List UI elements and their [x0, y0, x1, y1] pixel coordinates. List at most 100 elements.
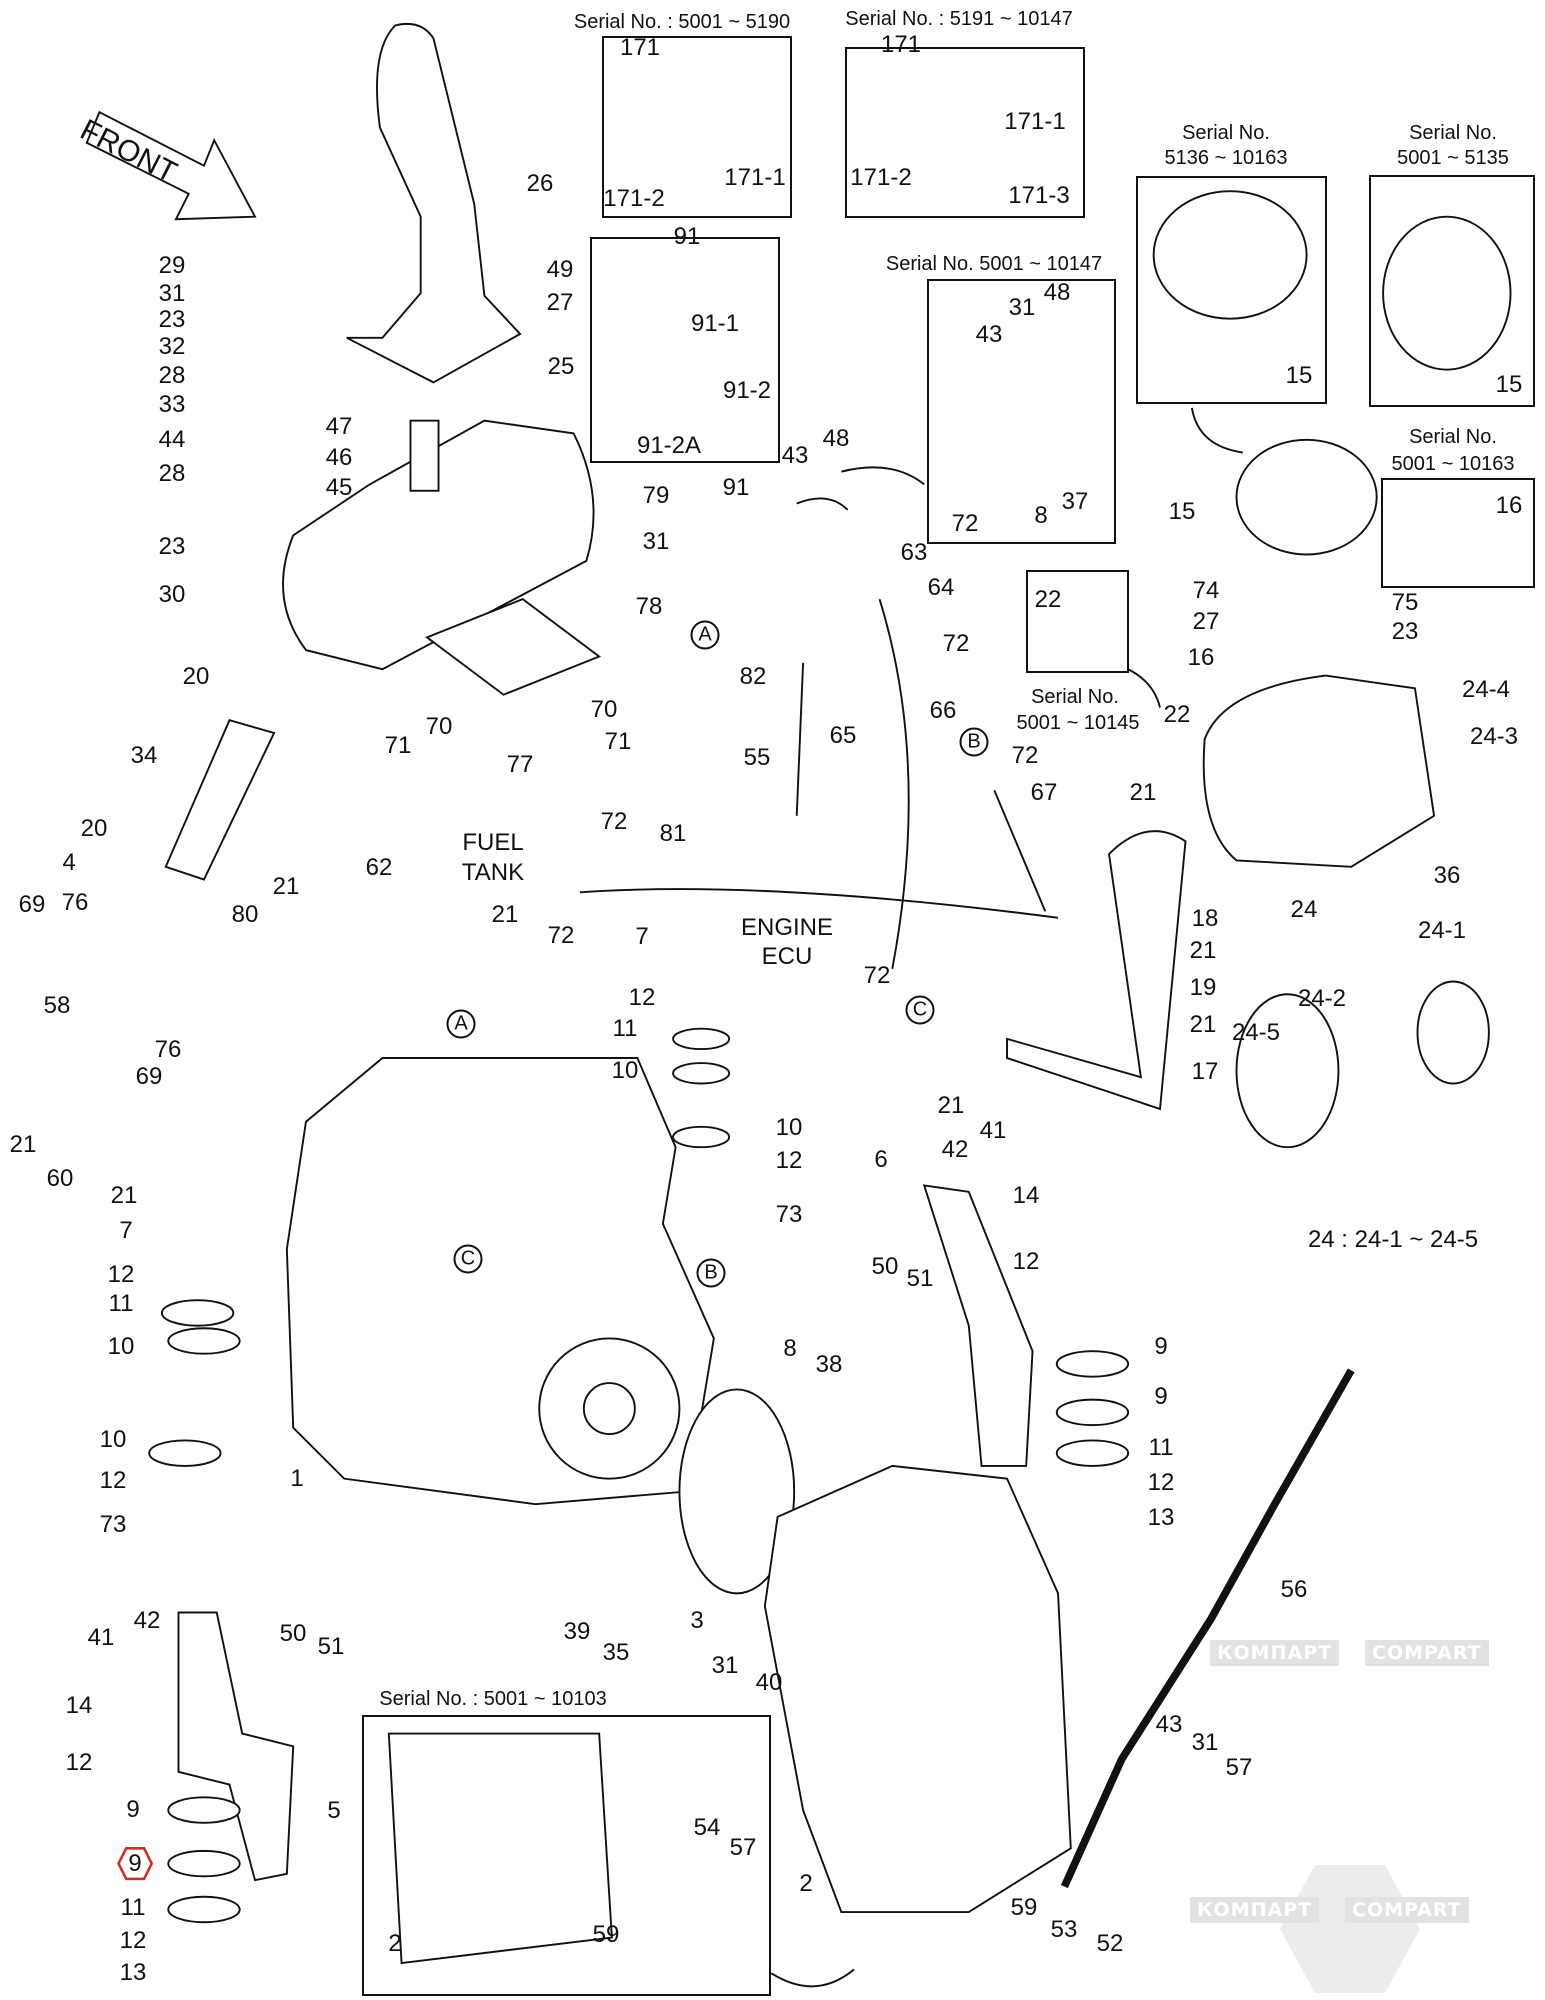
- part-callout[interactable]: 59: [1010, 1894, 1038, 1921]
- part-callout[interactable]: 50: [279, 1620, 307, 1647]
- part-callout[interactable]: 40: [755, 1669, 783, 1696]
- part-callout[interactable]: 21: [491, 901, 519, 928]
- part-callout[interactable]: 63: [900, 539, 928, 566]
- part-callout[interactable]: 10: [99, 1426, 127, 1453]
- part-callout[interactable]: 23: [158, 533, 186, 560]
- part-callout[interactable]: 80: [231, 901, 259, 928]
- part-callout[interactable]: 171-2: [603, 185, 665, 212]
- part-callout[interactable]: 8: [1034, 502, 1048, 529]
- part-callout[interactable]: 22: [1163, 701, 1191, 728]
- part-callout[interactable]: 15: [1495, 371, 1523, 398]
- part-callout[interactable]: 36: [1433, 862, 1461, 889]
- part-callout[interactable]: 72: [600, 808, 628, 835]
- part-callout[interactable]: 64: [927, 574, 955, 601]
- part-callout[interactable]: 82: [739, 663, 767, 690]
- part-callout[interactable]: 14: [1012, 1182, 1040, 1209]
- part-callout[interactable]: 15: [1285, 362, 1313, 389]
- part-callout[interactable]: 38: [815, 1351, 843, 1378]
- part-callout[interactable]: 76: [154, 1036, 182, 1063]
- part-callout[interactable]: 51: [317, 1633, 345, 1660]
- part-callout[interactable]: 2: [799, 1870, 813, 1897]
- part-callout[interactable]: 20: [182, 663, 210, 690]
- part-callout[interactable]: 11: [108, 1290, 134, 1317]
- part-callout[interactable]: 31: [1008, 294, 1036, 321]
- part-callout[interactable]: 45: [325, 474, 353, 501]
- part-callout[interactable]: 52: [1096, 1930, 1124, 1957]
- part-callout[interactable]: 24-2: [1297, 985, 1347, 1012]
- part-callout[interactable]: 24-4: [1461, 676, 1511, 703]
- part-callout[interactable]: 10: [611, 1057, 639, 1084]
- part-callout[interactable]: 43: [781, 442, 809, 469]
- part-callout[interactable]: 21: [110, 1182, 138, 1209]
- part-callout[interactable]: 4: [62, 849, 76, 876]
- part-callout[interactable]: 72: [863, 962, 891, 989]
- highlighted-part-callout[interactable]: 9: [128, 1850, 142, 1877]
- part-callout[interactable]: 30: [158, 581, 186, 608]
- part-callout[interactable]: 42: [133, 1607, 161, 1634]
- part-callout[interactable]: 39: [563, 1618, 591, 1645]
- part-callout[interactable]: 10: [107, 1333, 135, 1360]
- part-callout[interactable]: 1: [290, 1465, 304, 1492]
- part-callout[interactable]: 37: [1061, 488, 1089, 515]
- part-callout[interactable]: 29: [158, 252, 186, 279]
- part-callout[interactable]: 49: [546, 256, 574, 283]
- part-callout[interactable]: 91-1: [690, 310, 740, 337]
- part-callout[interactable]: 57: [729, 1834, 757, 1861]
- part-callout[interactable]: 171: [880, 31, 922, 58]
- part-callout[interactable]: 13: [1147, 1504, 1175, 1531]
- part-callout[interactable]: 17: [1191, 1058, 1219, 1085]
- part-callout[interactable]: 58: [43, 992, 71, 1019]
- part-callout[interactable]: 35: [602, 1639, 630, 1666]
- part-callout[interactable]: 26: [526, 170, 554, 197]
- part-callout[interactable]: 12: [1012, 1248, 1040, 1275]
- part-callout[interactable]: 21: [937, 1092, 965, 1119]
- part-callout[interactable]: 65: [829, 722, 857, 749]
- part-callout[interactable]: 171-3: [1008, 182, 1070, 209]
- part-callout[interactable]: 10: [775, 1114, 803, 1141]
- part-callout[interactable]: 78: [635, 593, 663, 620]
- part-callout[interactable]: 46: [325, 444, 353, 471]
- part-callout[interactable]: 42: [941, 1136, 969, 1163]
- part-callout[interactable]: 20: [80, 815, 108, 842]
- part-callout[interactable]: 81: [659, 820, 687, 847]
- part-callout[interactable]: 71: [384, 732, 412, 759]
- part-callout[interactable]: 43: [1155, 1711, 1183, 1738]
- part-callout[interactable]: 24-3: [1469, 723, 1519, 750]
- part-callout[interactable]: 23: [158, 306, 186, 333]
- part-callout[interactable]: 91: [722, 474, 750, 501]
- part-callout[interactable]: 12: [65, 1749, 93, 1776]
- part-callout[interactable]: 12: [107, 1261, 135, 1288]
- part-callout[interactable]: 21: [1189, 1011, 1217, 1038]
- part-callout[interactable]: 69: [18, 891, 46, 918]
- part-callout[interactable]: 13: [119, 1959, 147, 1986]
- part-callout[interactable]: 41: [979, 1117, 1007, 1144]
- part-callout[interactable]: 21: [1189, 937, 1217, 964]
- part-callout[interactable]: 33: [158, 391, 186, 418]
- part-callout[interactable]: 12: [628, 984, 656, 1011]
- part-callout[interactable]: 21: [9, 1131, 37, 1158]
- part-callout[interactable]: 31: [642, 528, 670, 555]
- part-callout[interactable]: 3: [690, 1607, 704, 1634]
- part-callout[interactable]: 27: [546, 289, 574, 316]
- part-callout[interactable]: 18: [1191, 905, 1219, 932]
- part-callout[interactable]: 24: [1290, 896, 1318, 923]
- part-callout[interactable]: 27: [1192, 608, 1220, 635]
- part-callout[interactable]: 48: [822, 425, 850, 452]
- part-callout[interactable]: 44: [158, 426, 186, 453]
- part-callout[interactable]: 73: [99, 1511, 127, 1538]
- part-callout[interactable]: 8: [783, 1335, 797, 1362]
- part-callout[interactable]: 72: [951, 510, 979, 537]
- part-callout[interactable]: 66: [929, 697, 957, 724]
- part-callout[interactable]: 50: [871, 1253, 899, 1280]
- part-callout[interactable]: 31: [158, 280, 186, 307]
- part-callout[interactable]: 7: [635, 923, 649, 950]
- part-callout[interactable]: 171: [619, 34, 661, 61]
- part-callout[interactable]: 74: [1192, 577, 1220, 604]
- part-callout[interactable]: 34: [130, 742, 158, 769]
- part-callout[interactable]: 21: [272, 873, 300, 900]
- part-callout[interactable]: 25: [547, 353, 575, 380]
- part-callout[interactable]: 12: [99, 1467, 127, 1494]
- part-callout[interactable]: 14: [65, 1692, 93, 1719]
- part-callout[interactable]: 91-2A: [636, 432, 702, 459]
- part-callout[interactable]: 69: [135, 1063, 163, 1090]
